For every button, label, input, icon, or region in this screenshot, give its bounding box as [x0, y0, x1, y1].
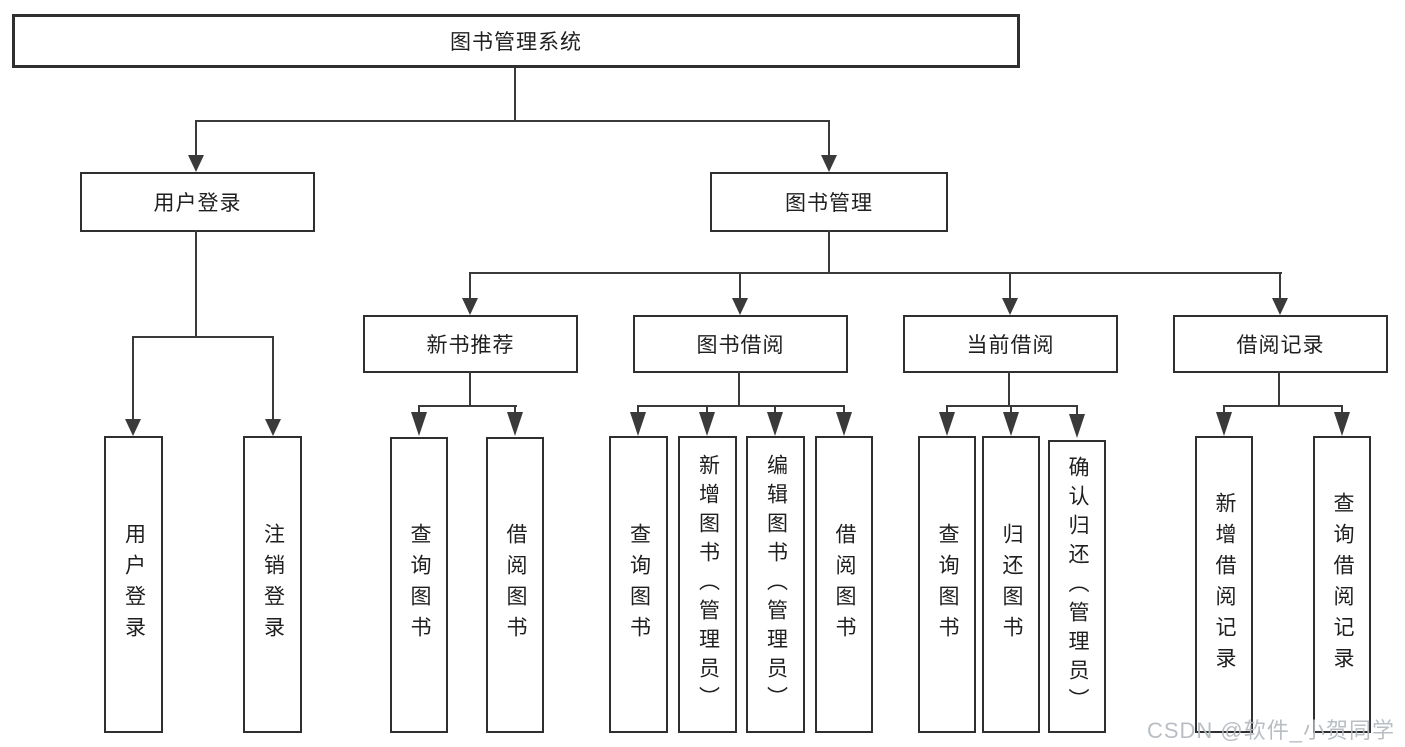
leaf-current-return-books-label: 归还图书	[1000, 522, 1024, 647]
connector-root-drop-right	[828, 120, 830, 158]
node-current-borrow: 当前借阅	[903, 315, 1118, 373]
arrowhead-to-cb-confirm	[1069, 414, 1085, 438]
connector-new-book-drop-2	[514, 406, 516, 416]
connector-root-stem	[514, 68, 516, 122]
arrowhead-to-bb-query	[630, 412, 646, 436]
node-borrow-records: 借阅记录	[1173, 315, 1388, 373]
connector-current-borrow-drop-1	[946, 406, 948, 416]
connector-root-distributor	[195, 120, 830, 122]
connector-borrow-records-distributor	[1223, 405, 1343, 407]
node-user-login-group-label: 用户登录	[153, 192, 242, 215]
connector-current-borrow-drop-2	[1010, 406, 1012, 416]
arrowhead-to-cb-query	[939, 412, 955, 436]
connector-user-login-stem	[195, 230, 197, 338]
leaf-newbook-borrow-books-label: 借阅图书	[504, 523, 528, 647]
connector-book-mgmt-drop-1	[469, 273, 471, 301]
arrowhead-to-bb-edit	[767, 412, 783, 436]
connector-borrow-records-stem	[1278, 371, 1280, 407]
arrowhead-to-leaf-logout	[265, 419, 281, 436]
connector-user-login-drop-2	[272, 337, 274, 423]
arrowhead-to-br-query	[1334, 412, 1350, 436]
leaf-user-login-label: 用户登录	[122, 522, 146, 647]
node-borrow-records-label: 借阅记录	[1236, 334, 1325, 357]
leaf-user-login: 用户登录	[104, 436, 163, 733]
arrowhead-to-book-borrow	[732, 298, 748, 315]
arrowhead-to-new-book-rec	[462, 298, 478, 315]
leaf-current-query-books: 查询图书	[918, 436, 976, 733]
node-book-borrow-label: 图书借阅	[696, 334, 785, 357]
leaf-borrow-borrow-books: 借阅图书	[815, 436, 873, 733]
leaf-borrow-edit-books-admin: 编辑图书（管理员）	[746, 436, 805, 733]
connector-book-borrow-distributor	[637, 405, 845, 407]
node-user-login-group: 用户登录	[80, 172, 315, 232]
connector-new-book-drop-1	[418, 406, 420, 416]
connector-root-drop-left	[195, 120, 197, 158]
node-current-borrow-label: 当前借阅	[966, 334, 1055, 357]
connector-book-mgmt-stem	[828, 230, 830, 274]
connector-user-login-distributor	[132, 336, 274, 338]
node-root-library-system: 图书管理系统	[12, 14, 1020, 68]
connector-book-mgmt-distributor	[469, 272, 1282, 274]
leaf-logout: 注销登录	[243, 436, 302, 733]
connector-new-book-stem	[469, 371, 471, 407]
node-new-book-recommend-label: 新书推荐	[426, 334, 515, 357]
leaf-borrow-add-books-admin: 新增图书（管理员）	[678, 436, 737, 733]
connector-book-borrow-drop-2	[706, 406, 708, 416]
csdn-watermark: CSDN @软件_小贺同学	[1146, 718, 1395, 743]
arrowhead-to-borrow-records	[1272, 298, 1288, 315]
connector-book-borrow-drop-4	[843, 406, 845, 416]
arrowhead-to-book-management	[821, 155, 837, 172]
arrowhead-to-nb-borrow	[507, 412, 523, 436]
leaf-borrow-query-books: 查询图书	[609, 436, 668, 733]
arrowhead-to-bb-borrow	[836, 412, 852, 436]
connector-current-borrow-distributor	[946, 405, 1078, 407]
leaf-records-query-record: 查询借阅记录	[1313, 436, 1371, 733]
connector-user-login-drop-1	[132, 337, 134, 423]
connector-book-borrow-stem	[738, 371, 740, 407]
node-book-management: 图书管理	[710, 172, 948, 232]
leaf-newbook-borrow-books: 借阅图书	[486, 437, 544, 733]
arrowhead-to-br-add	[1216, 412, 1232, 436]
leaf-records-add-record-label: 新增借阅记录	[1213, 491, 1237, 678]
leaf-newbook-query-books-label: 查询图书	[408, 523, 432, 647]
connector-current-borrow-stem	[1008, 371, 1010, 407]
node-book-management-label: 图书管理	[785, 192, 873, 215]
leaf-current-confirm-return-admin: 确认归还（管理员）	[1048, 440, 1106, 733]
connector-book-mgmt-drop-3	[1009, 273, 1011, 301]
leaf-current-confirm-return-admin-label: 确认归还（管理员）	[1066, 456, 1090, 717]
arrowhead-to-user-login-group	[188, 155, 204, 172]
leaf-borrow-borrow-books-label: 借阅图书	[833, 522, 857, 647]
node-book-borrow: 图书借阅	[633, 315, 848, 373]
connector-book-mgmt-drop-4	[1279, 273, 1281, 301]
arrowhead-to-nb-query	[411, 412, 427, 436]
node-new-book-recommend: 新书推荐	[363, 315, 578, 373]
leaf-records-add-record: 新增借阅记录	[1195, 436, 1253, 733]
connector-current-borrow-drop-3	[1076, 406, 1078, 416]
leaf-borrow-query-books-label: 查询图书	[627, 522, 651, 647]
leaf-newbook-query-books: 查询图书	[390, 437, 448, 733]
arrowhead-to-current-borrow	[1002, 298, 1018, 315]
leaf-current-return-books: 归还图书	[982, 436, 1040, 733]
node-root-label: 图书管理系统	[450, 31, 582, 54]
connector-book-mgmt-drop-2	[739, 273, 741, 301]
connector-borrow-records-drop-1	[1223, 406, 1225, 416]
leaf-current-query-books-label: 查询图书	[936, 522, 960, 647]
leaf-borrow-add-books-admin-label: 新增图书（管理员）	[696, 454, 720, 715]
connector-new-book-distributor	[418, 405, 517, 407]
arrowhead-to-cb-return	[1003, 412, 1019, 436]
leaf-records-query-record-label: 查询借阅记录	[1331, 491, 1355, 678]
connector-book-borrow-drop-3	[774, 406, 776, 416]
connector-borrow-records-drop-2	[1341, 406, 1343, 416]
connector-book-borrow-drop-1	[637, 406, 639, 416]
leaf-borrow-edit-books-admin-label: 编辑图书（管理员）	[764, 454, 788, 715]
leaf-logout-label: 注销登录	[261, 522, 285, 647]
arrowhead-to-bb-add	[699, 412, 715, 436]
arrowhead-to-leaf-user-login	[125, 419, 141, 436]
